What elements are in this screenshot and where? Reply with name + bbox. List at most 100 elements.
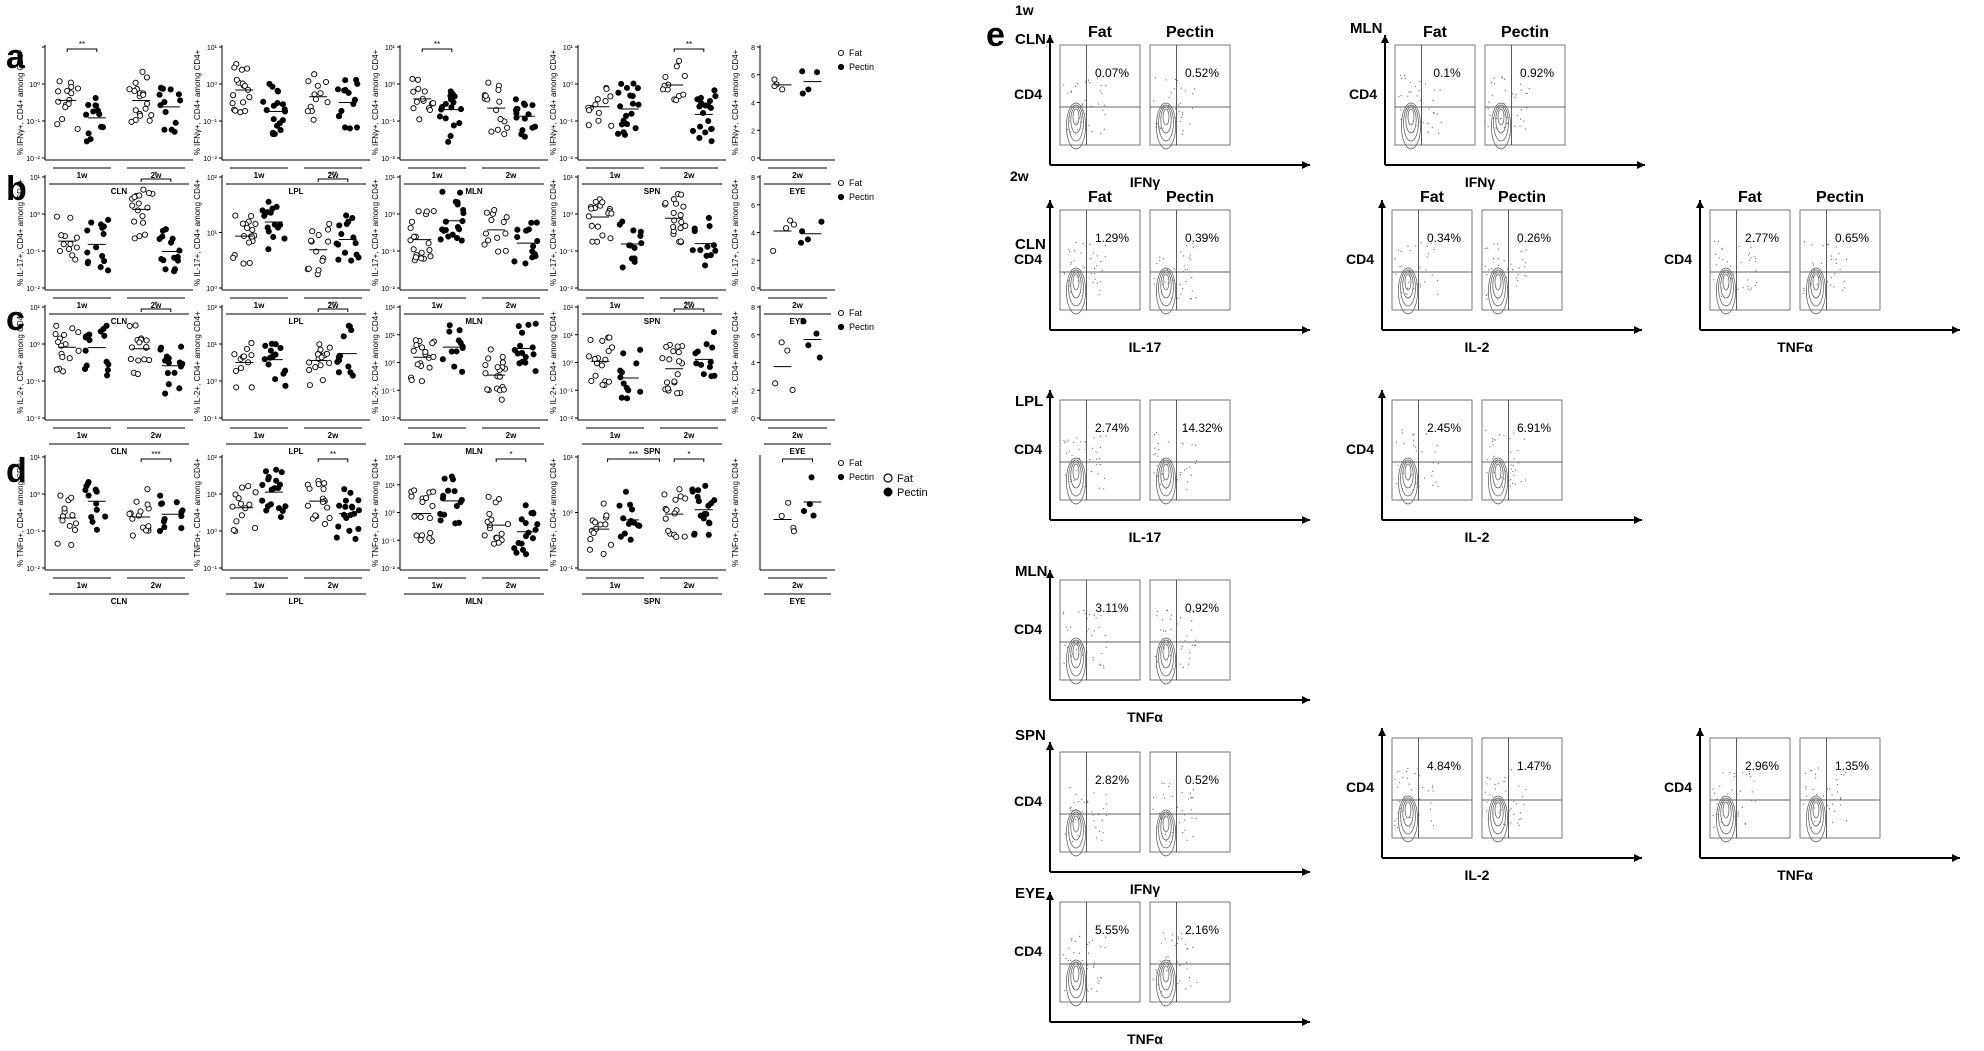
fat-point [595, 117, 602, 124]
event-dot [1432, 462, 1435, 464]
pectin-point [697, 94, 704, 101]
pectin-point [156, 91, 163, 98]
event-dot [1825, 273, 1828, 275]
fat-point [673, 97, 680, 104]
pectin-point [160, 518, 167, 525]
event-dot [1719, 273, 1721, 276]
y-tick-label: 10⁻² [26, 156, 40, 163]
event-dot [1067, 280, 1069, 282]
pectin-point [806, 501, 813, 508]
pectin-point [175, 91, 182, 98]
significance-label: *** [328, 300, 337, 309]
pectin-point [347, 489, 354, 496]
legend-fat-marker [883, 473, 893, 483]
significance-label: *** [684, 300, 693, 309]
event-dot [1744, 823, 1747, 825]
event-dot [1071, 454, 1073, 457]
pectin-flow-plot: 2.16% [1149, 901, 1231, 1007]
pectin-point [439, 104, 446, 111]
event-dot [1079, 935, 1081, 937]
fat-point [494, 126, 501, 133]
event-dot [1395, 441, 1398, 443]
percentage-label: 1.29% [1095, 231, 1129, 245]
event-dot [1406, 293, 1408, 296]
y-tick-label: 10¹ [385, 483, 396, 490]
event-dot [1083, 609, 1085, 612]
event-dot [1748, 252, 1750, 254]
pectin-point [270, 116, 277, 123]
y-tick-label: 10⁰ [29, 491, 40, 499]
event-dot [1497, 248, 1500, 250]
event-dot [1493, 439, 1495, 441]
event-dot [1083, 266, 1085, 269]
event-dot [1176, 623, 1178, 625]
event-dot [1811, 244, 1813, 246]
y-tick-label: 10⁰ [384, 360, 395, 368]
event-dot [1103, 128, 1106, 130]
event-dot [1181, 133, 1184, 135]
event-dot [1423, 477, 1426, 479]
event-dot [1414, 85, 1417, 87]
event-dot [1506, 268, 1509, 270]
event-dot [1099, 447, 1101, 449]
pectin-point [259, 207, 266, 214]
tissue-label: EYE [1015, 885, 1045, 902]
event-dot [1095, 826, 1097, 828]
event-dot [1525, 479, 1527, 481]
pectin-point [271, 485, 278, 492]
event-dot [1510, 478, 1512, 481]
fat-point [133, 498, 140, 505]
event-dot [1188, 257, 1190, 259]
event-dot [1840, 797, 1842, 799]
event-dot [1518, 785, 1520, 787]
fat-point [603, 85, 610, 92]
event-dot [1079, 984, 1081, 986]
event-dot [1803, 287, 1805, 290]
y-tick-label: 10⁻¹ [381, 388, 395, 395]
pectin-point [335, 523, 342, 530]
pectin-point [697, 246, 704, 254]
event-dot [1507, 262, 1509, 264]
event-dot [1178, 963, 1180, 965]
group-label: 1w [77, 171, 88, 180]
event-dot [1158, 974, 1160, 976]
plot-frame [1149, 209, 1231, 311]
event-dot [1424, 281, 1426, 283]
event-dot [1099, 435, 1102, 437]
fat-point [495, 248, 502, 255]
event-dot [1741, 806, 1743, 808]
event-dot [1427, 790, 1430, 792]
event-dot [1071, 655, 1073, 657]
contour-line [1156, 637, 1176, 685]
event-dot [1179, 616, 1182, 619]
fat-point [588, 222, 595, 229]
fat-point [778, 339, 785, 346]
event-dot [1190, 298, 1193, 300]
fat-flow-plot: 2.96% [1709, 737, 1791, 843]
event-dot [1503, 478, 1505, 480]
y-tick-label: 10⁰ [562, 81, 573, 89]
y-tick-label: 10¹ [385, 333, 396, 340]
fat-point [499, 353, 506, 361]
event-dot [1713, 792, 1716, 794]
y-axis-label: % IL-2+, CD4+ among CD4+ [731, 311, 740, 414]
fat-point [232, 491, 239, 498]
event-dot [1156, 661, 1158, 663]
fat-point [307, 237, 315, 244]
event-dot [1082, 242, 1084, 245]
event-dot [1489, 286, 1492, 288]
y-axis-label: % IL-17+, CD4+ among CD4+ [193, 179, 202, 286]
event-dot [1077, 835, 1079, 837]
event-dot [1072, 840, 1074, 843]
contour-line [1720, 799, 1732, 827]
y-tick-label: 10⁰ [206, 378, 217, 386]
arrow-head [1046, 570, 1054, 578]
event-dot [1068, 832, 1070, 834]
event-dot [1826, 280, 1828, 283]
legend-pectin-marker [837, 473, 845, 481]
pectin-point [445, 233, 452, 240]
event-dot [1754, 260, 1756, 263]
event-dot [1825, 295, 1828, 297]
event-dot [1822, 795, 1825, 797]
